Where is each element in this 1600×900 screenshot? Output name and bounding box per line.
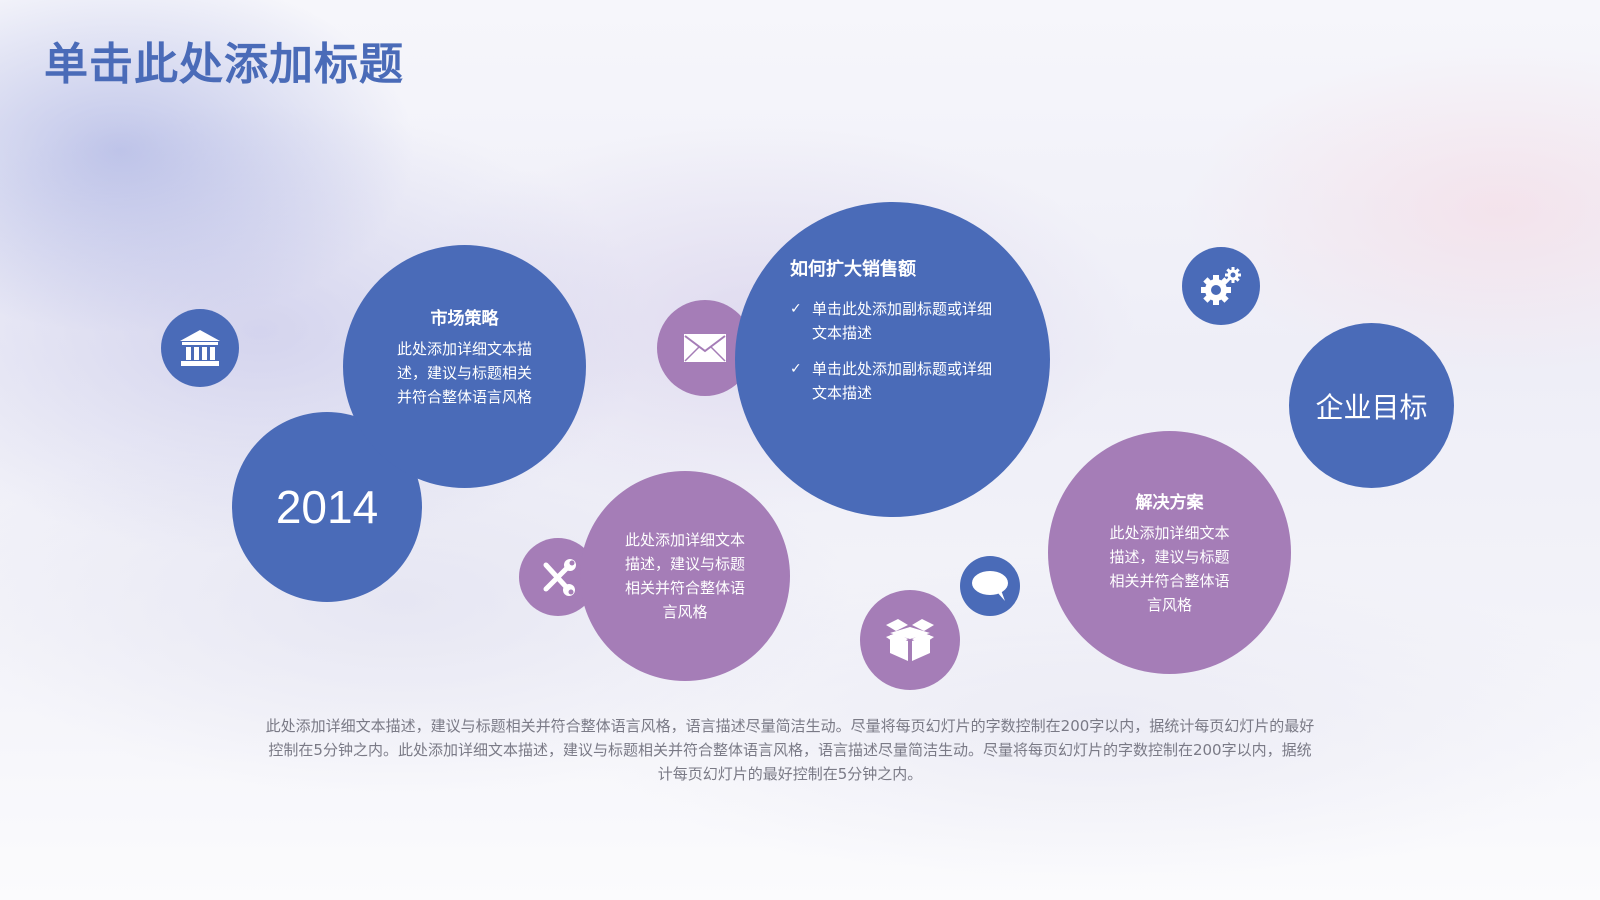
check-icon: ✓ xyxy=(790,300,802,317)
year-label: 2014 xyxy=(275,481,379,533)
tools-icon xyxy=(543,559,576,596)
market-strategy-heading: 市场策略 xyxy=(430,309,499,329)
box-icon-circle xyxy=(860,590,960,690)
solution-line: 此处添加详细文本 xyxy=(1109,524,1230,542)
enterprise-goal-label: 企业目标 xyxy=(1315,390,1428,424)
gears-icon-circle xyxy=(1182,247,1260,325)
footer-line: 此处添加详细文本描述，建议与标题相关并符合整体语言风格，语言描述尽量简洁生动。尽… xyxy=(265,717,1315,735)
solution-line: 相关并符合整体语 xyxy=(1109,572,1230,590)
mail-icon xyxy=(684,334,726,362)
sales-bullet-text: 单击此处添加副标题或详细 xyxy=(812,299,993,318)
market-strategy-line: 述，建议与标题相关 xyxy=(396,364,532,382)
solution-line: 描述，建议与标题 xyxy=(1109,548,1230,566)
sales-bullet-text: 文本描述 xyxy=(812,383,873,402)
slide-title[interactable]: 单击此处添加标题 xyxy=(44,39,404,90)
tools-text-line: 相关并符合整体语 xyxy=(624,579,745,597)
sales-bullet: ✓ 单击此处添加副标题或详细 文本描述 xyxy=(790,297,992,345)
footer-line: 控制在5分钟之内。此处添加详细文本描述，建议与标题相关并符合整体语言风格，语言描… xyxy=(268,741,1312,759)
market-strategy-circle: 市场策略 此处添加详细文本描 述，建议与标题相关 并符合整体语言风格 xyxy=(343,245,586,488)
tools-text-line: 言风格 xyxy=(662,603,708,621)
check-icon: ✓ xyxy=(790,360,802,377)
market-strategy-line: 此处添加详细文本描 xyxy=(396,340,532,358)
bank-icon xyxy=(180,330,220,366)
market-strategy-line: 并符合整体语言风格 xyxy=(396,388,532,406)
solution-circle: 解决方案 此处添加详细文本 描述，建议与标题 相关并符合整体语 言风格 xyxy=(1048,431,1291,674)
tools-text-line: 描述，建议与标题 xyxy=(624,555,745,573)
box-icon xyxy=(886,619,934,661)
tools-text-line: 此处添加详细文本 xyxy=(624,531,745,549)
sales-bullet-text: 单击此处添加副标题或详细 xyxy=(812,359,993,378)
sales-circle: 如何扩大销售额 ✓ 单击此处添加副标题或详细 文本描述 ✓ 单击此处添加副标题或… xyxy=(735,202,1050,517)
sales-bullet-text: 文本描述 xyxy=(812,323,873,342)
enterprise-goal-circle: 企业目标 xyxy=(1289,323,1454,488)
chat-icon xyxy=(972,571,1008,601)
sales-heading: 如何扩大销售额 xyxy=(790,258,916,280)
solution-line: 言风格 xyxy=(1146,596,1192,614)
solution-heading: 解决方案 xyxy=(1135,493,1204,513)
bank-icon-circle xyxy=(161,309,239,387)
footer-line: 计每页幻灯片的最好控制在5分钟之内。 xyxy=(657,765,923,783)
footer-description: 此处添加详细文本描述，建议与标题相关并符合整体语言风格，语言描述尽量简洁生动。尽… xyxy=(215,714,1365,786)
chat-icon-circle xyxy=(960,556,1020,616)
gears-icon xyxy=(1201,267,1241,305)
sales-bullet: ✓ 单击此处添加副标题或详细 文本描述 xyxy=(790,357,992,405)
tools-text-circle: 此处添加详细文本 描述，建议与标题 相关并符合整体语 言风格 xyxy=(580,471,790,681)
